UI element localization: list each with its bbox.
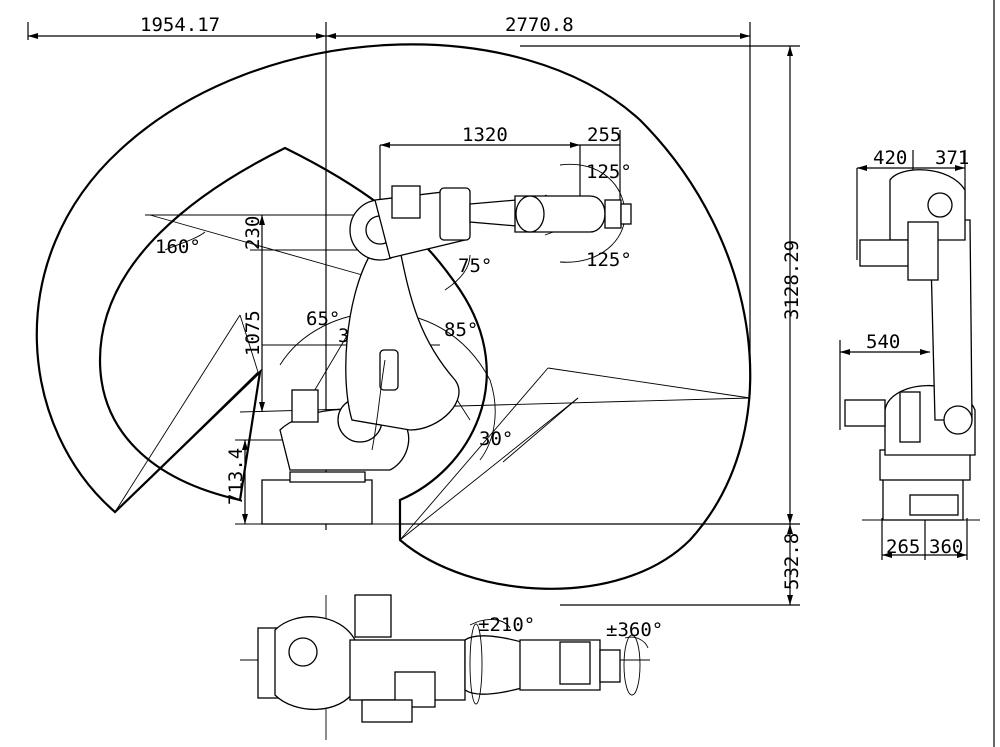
dim-1075: 1075: [242, 310, 264, 356]
workspace-envelope: [35, 43, 752, 590]
robot-side-view: [261, 185, 632, 525]
angle-65: 65°: [306, 308, 340, 330]
side-dim-360: 360: [929, 536, 963, 558]
angle-75: 75°: [458, 255, 492, 277]
right-vertical-dimensions: [400, 45, 800, 606]
dim-below: 532.8: [781, 533, 803, 590]
dim-upper-arm: 1320: [462, 124, 508, 146]
robot-top-view: [240, 594, 650, 740]
angle-30: 30°: [479, 428, 513, 450]
dim-arm-offset: 230: [242, 216, 264, 250]
side-dim-420: 420: [873, 147, 907, 169]
dim-base: 713.4: [225, 448, 247, 505]
angle-160: 160°: [155, 236, 201, 258]
angle-85: 85°: [444, 319, 478, 341]
robot-front-view: [839, 150, 980, 560]
dim-right-width: 2770.8: [505, 14, 574, 36]
angle-wrist-bottom: 125°: [586, 249, 632, 271]
dim-height: 3128.29: [781, 240, 803, 320]
rot-axis4: ±210°: [478, 614, 535, 636]
dim-left-width: 1954.17: [140, 14, 220, 36]
side-dim-540: 540: [866, 331, 900, 353]
side-dim-371: 371: [935, 147, 969, 169]
side-dim-265: 265: [886, 536, 920, 558]
angle-wrist-top: 125°: [586, 161, 632, 183]
rot-axis6: ±360°: [606, 619, 663, 641]
dim-wrist: 255: [587, 124, 621, 146]
